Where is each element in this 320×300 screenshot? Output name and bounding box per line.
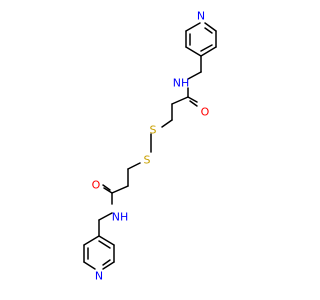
bond xyxy=(185,22,201,32)
bond xyxy=(83,261,96,270)
pyridine-ring-top xyxy=(185,22,217,57)
pyridine-ring-bottom xyxy=(83,235,115,270)
bond xyxy=(200,44,213,52)
bond xyxy=(187,71,202,80)
bond xyxy=(102,184,111,191)
bond xyxy=(161,119,173,128)
atom-label-o: O xyxy=(201,106,210,119)
bond xyxy=(98,240,111,249)
atom-label-n: N xyxy=(197,10,205,23)
bond xyxy=(204,27,213,34)
molecule-canvas: N NH O S S O NH N xyxy=(83,10,217,283)
atom-label-o: O xyxy=(92,179,101,192)
atom-label-nh: NH xyxy=(112,211,129,224)
bond xyxy=(103,187,113,194)
bond xyxy=(102,259,111,266)
molecule-structure: N NH O S S O NH N xyxy=(83,10,217,283)
bond xyxy=(102,261,115,270)
atom-label-s: S xyxy=(144,154,151,167)
bond xyxy=(185,46,202,57)
bond xyxy=(189,100,198,107)
bond xyxy=(127,162,141,170)
atom-label-n: N xyxy=(95,270,103,283)
bond xyxy=(200,46,217,57)
bond xyxy=(98,212,113,221)
bond xyxy=(83,235,100,246)
atom-label-s: S xyxy=(150,124,157,137)
atom-label-nh: NH xyxy=(173,77,190,90)
bond xyxy=(111,185,129,194)
bond xyxy=(187,96,198,103)
bond xyxy=(98,235,115,246)
bond xyxy=(204,22,217,32)
bond xyxy=(171,96,189,105)
